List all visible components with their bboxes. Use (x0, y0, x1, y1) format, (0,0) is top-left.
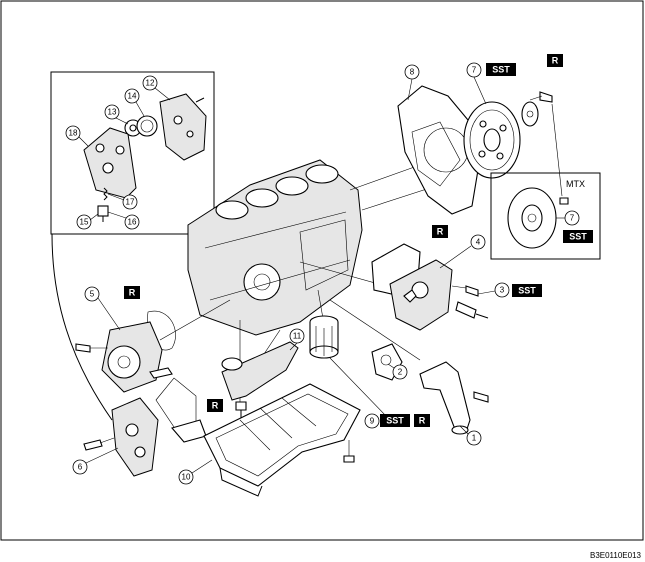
callout-4-label: 4 (476, 238, 481, 247)
mtx-label: MTX (566, 179, 585, 189)
callout-6-label: 6 (78, 463, 83, 472)
callout-5: 5 (84, 286, 100, 302)
callout-16: 16 (124, 214, 140, 230)
callout-13-label: 13 (108, 108, 117, 117)
callout-18: 18 (65, 125, 81, 141)
r-tag-gasket-label: R (437, 227, 444, 237)
callout-2-label: 2 (398, 368, 403, 377)
callout-14-label: 14 (128, 92, 137, 101)
callout-1: 1 (466, 430, 482, 446)
r-tag-water-pump-label: R (129, 288, 136, 298)
callout-16-label: 16 (128, 218, 137, 227)
callout-3-label: 3 (500, 286, 505, 295)
r-tag-bolt-label: R (552, 56, 559, 66)
callout-17-label: 17 (126, 198, 135, 207)
callout-2: 2 (392, 364, 408, 380)
oil-strainer-gasket (155, 377, 197, 431)
callout-17: 17 (122, 194, 138, 210)
flywheel-bolt (539, 91, 553, 103)
sst-tag-9: SST (380, 414, 410, 427)
r-tag-bolt: R (547, 54, 563, 67)
oil-pump-cover (159, 93, 207, 161)
callout-15-label: 15 (80, 218, 89, 227)
sst-tag-mtx-label: SST (569, 232, 587, 242)
rear-cover-plate (397, 85, 479, 215)
callout-5-label: 5 (90, 290, 95, 299)
mtx-inset (490, 172, 601, 260)
sst-tag-3: SST (512, 284, 542, 297)
oil-pan (203, 383, 361, 497)
inset-link-line (51, 233, 113, 421)
callout-9: 9 (364, 413, 380, 429)
r-tag-oil-pump-label: R (212, 401, 219, 411)
r-tag-9: R (414, 414, 430, 427)
callout-6: 6 (72, 459, 88, 475)
callout-7b-label: 7 (570, 214, 575, 223)
callout-18-label: 18 (69, 129, 78, 138)
oil-strainer (221, 341, 299, 401)
r-tag-gasket: R (432, 225, 448, 238)
drive-plate (463, 101, 521, 179)
callout-11-label: 11 (293, 332, 302, 341)
callout-12: 12 (142, 75, 158, 91)
callout-3: 3 (494, 282, 510, 298)
callout-10: 10 (178, 469, 194, 485)
callout-7-atx: 7 (466, 62, 482, 78)
oil-pump-inset (50, 71, 215, 235)
callout-9-label: 9 (370, 417, 375, 426)
oil-pump-assembly (111, 397, 159, 477)
callout-10-label: 10 (182, 473, 191, 482)
oil-filter (309, 315, 339, 359)
callout-8-label: 8 (410, 68, 415, 77)
r-leader (551, 103, 563, 197)
sst-tag-7: SST (486, 63, 516, 76)
callout-11: 11 (289, 328, 305, 344)
callout-14: 14 (124, 88, 140, 104)
callout-leaders (78, 76, 565, 474)
r-tag-9-label: R (419, 416, 426, 426)
callout-1-label: 1 (472, 434, 477, 443)
callout-13: 13 (104, 104, 120, 120)
sst-tag-mtx: SST (563, 230, 593, 243)
callout-4: 4 (470, 234, 486, 250)
callout-12-label: 12 (146, 79, 155, 88)
diagram-frame (0, 0, 644, 541)
sst-tag-7-label: SST (492, 65, 510, 75)
r-tag-water-pump: R (124, 286, 140, 299)
outer-rotor (136, 115, 158, 137)
callout-15: 15 (76, 214, 92, 230)
figure-code: B3E0110E013 (589, 551, 641, 560)
sst-tag-3-label: SST (518, 286, 536, 296)
r-tag-oil-pump: R (207, 399, 223, 412)
callout-7-mtx: 7 (564, 210, 580, 226)
sst-tag-9-label: SST (386, 416, 404, 426)
relief-plug (97, 205, 109, 217)
callout-8: 8 (404, 64, 420, 80)
callout-7a-label: 7 (472, 66, 477, 75)
temperature-sensor (455, 301, 477, 319)
relief-spring (103, 187, 108, 201)
backing-plate (521, 101, 539, 127)
